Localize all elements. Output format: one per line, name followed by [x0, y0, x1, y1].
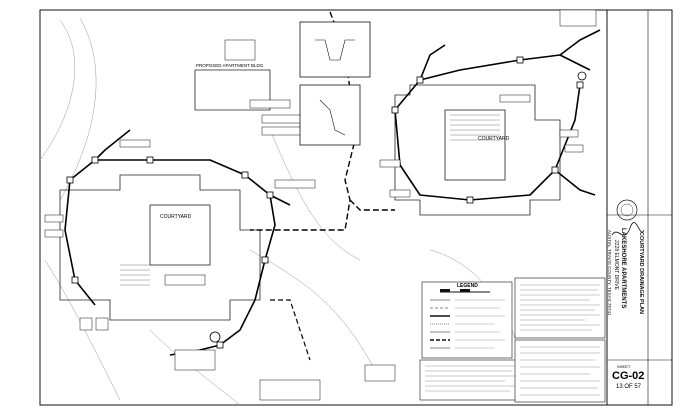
- project-name: LAKESHORE APARTMENTS: [620, 228, 626, 309]
- north-arrow-icon: [440, 289, 490, 293]
- outer-border: [39, 9, 673, 406]
- engineer-seal: [616, 199, 638, 221]
- legend-title: LEGEND: [457, 283, 478, 289]
- engineer-signature: [611, 222, 645, 236]
- legend-box: [421, 281, 513, 359]
- courtyard-label-west: COURTYARD: [160, 214, 192, 220]
- building-label: PROPOSED APARTMENT BLDG: [196, 63, 264, 68]
- sheet-title: COURTYARD DRAINAGE PLAN: [638, 232, 644, 314]
- sheet-index: 13 OF 57: [616, 384, 642, 390]
- general-notes: [419, 277, 606, 403]
- detail-sheets: [299, 21, 371, 146]
- plan-annotations: [79, 39, 321, 401]
- courtyard-label-east: COURTYARD: [478, 136, 510, 142]
- stair-hatching: [120, 114, 500, 286]
- callout-boxes: [44, 9, 597, 382]
- sheet-number: CG-02: [612, 370, 645, 382]
- sheet-label: SHEET: [617, 364, 631, 369]
- project-address-2: AUSTIN, TRAVIS COUNTY, TEXAS 78741: [607, 230, 612, 316]
- project-address-1: 2228 ELMONT DRIVE: [613, 240, 619, 290]
- drain-inlets: [66, 56, 587, 349]
